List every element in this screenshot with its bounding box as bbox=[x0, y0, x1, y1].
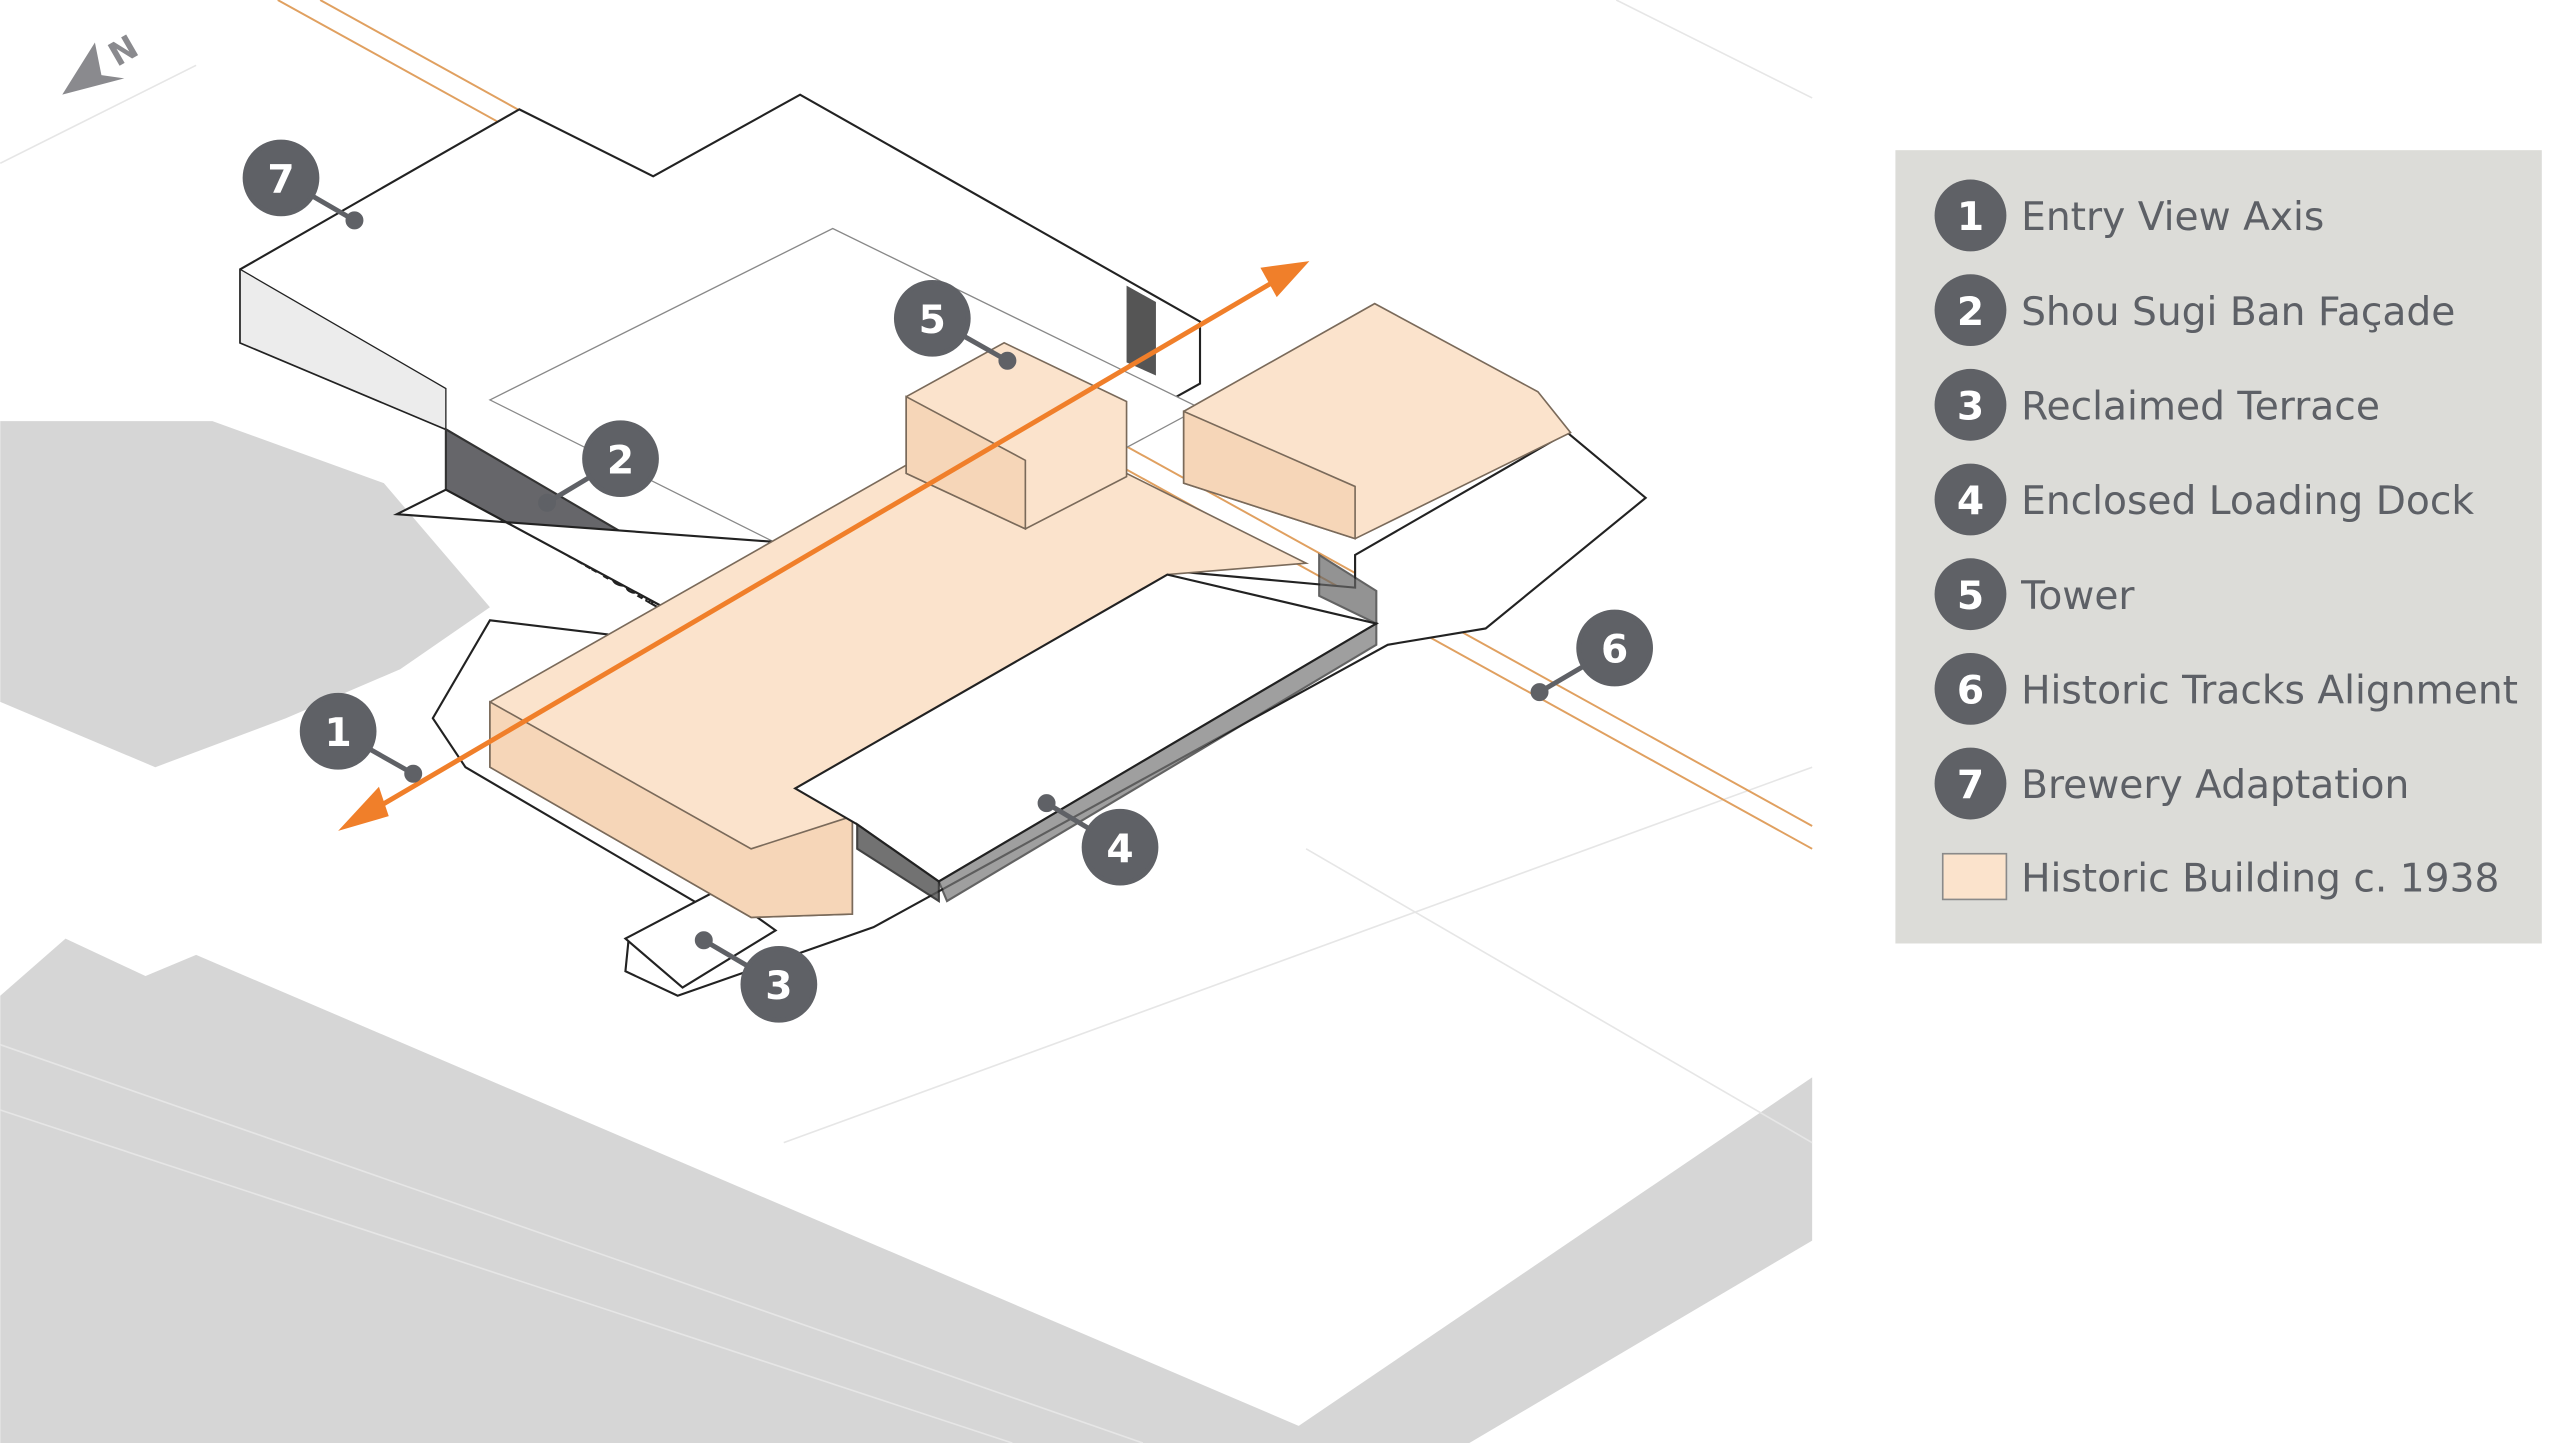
legend-label: Tower bbox=[2020, 574, 2135, 619]
callout-7[interactable]: 7 bbox=[242, 139, 364, 230]
legend-item-4: 4 Enclosed Loading Dock bbox=[1934, 463, 2474, 536]
callout-markers: 7 2 5 1 4 3 6 bbox=[242, 139, 1653, 1023]
legend-label: Historic Building c. 1938 bbox=[2021, 856, 2499, 901]
legend-item-5: 5 Tower bbox=[1934, 558, 2135, 631]
historic-building bbox=[489, 302, 1572, 919]
legend-label: Entry View Axis bbox=[2021, 195, 2324, 240]
callout-3[interactable]: 3 bbox=[694, 931, 818, 1023]
parking-area-west bbox=[0, 421, 490, 768]
legend: 1 Entry View Axis 2 Shou Sugi Ban Façade 3… bbox=[1895, 150, 2542, 944]
north-label: N bbox=[102, 28, 145, 75]
parking-area-east bbox=[1273, 1077, 1813, 1443]
enclosed-loading-dock bbox=[793, 553, 1380, 903]
legend-label: Brewery Adaptation bbox=[2021, 763, 2409, 808]
callout-5[interactable]: 5 bbox=[893, 279, 1017, 370]
callout-4[interactable]: 4 bbox=[1037, 794, 1159, 886]
legend-label: Shou Sugi Ban Façade bbox=[2021, 290, 2455, 335]
legend-marker: 4 bbox=[1957, 479, 1984, 524]
legend-marker: 5 bbox=[1957, 574, 1984, 619]
marker-number: 1 bbox=[325, 711, 352, 756]
marker-number: 6 bbox=[1601, 628, 1628, 673]
arrowhead-icon bbox=[338, 786, 389, 831]
legend-marker: 2 bbox=[1957, 290, 1984, 335]
marker-number: 2 bbox=[607, 438, 634, 483]
legend-item-1: 1 Entry View Axis bbox=[1934, 179, 2324, 252]
legend-marker: 7 bbox=[1957, 763, 1984, 808]
legend-item-6: 6 Historic Tracks Alignment bbox=[1934, 652, 2518, 725]
site-linework bbox=[0, 0, 1813, 1443]
legend-item-3: 3 Reclaimed Terrace bbox=[1934, 368, 2380, 441]
legend-label: Enclosed Loading Dock bbox=[2021, 479, 2474, 524]
parking-strip-south bbox=[98, 954, 1339, 1443]
marker-number: 5 bbox=[919, 298, 946, 343]
arrowhead-icon bbox=[1260, 261, 1310, 298]
legend-marker: 1 bbox=[1957, 195, 1984, 240]
legend-marker: 6 bbox=[1957, 669, 1984, 714]
legend-item-historic: Historic Building c. 1938 bbox=[1941, 852, 2499, 901]
historic-swatch bbox=[1941, 852, 2008, 901]
callout-2[interactable]: 2 bbox=[538, 420, 659, 512]
callout-1[interactable]: 1 bbox=[299, 692, 423, 783]
legend-marker: 3 bbox=[1957, 385, 1984, 430]
legend-item-7: 7 Brewery Adaptation bbox=[1934, 747, 2409, 820]
marker-number: 7 bbox=[267, 158, 294, 203]
callout-6[interactable]: 6 bbox=[1530, 609, 1653, 702]
marker-number: 3 bbox=[765, 964, 792, 1009]
marker-number: 4 bbox=[1106, 827, 1133, 872]
legend-label: Historic Tracks Alignment bbox=[2021, 669, 2518, 714]
legend-label: Reclaimed Terrace bbox=[2021, 385, 2380, 430]
legend-item-2: 2 Shou Sugi Ban Façade bbox=[1934, 274, 2455, 347]
north-arrow-icon: N bbox=[62, 28, 145, 95]
